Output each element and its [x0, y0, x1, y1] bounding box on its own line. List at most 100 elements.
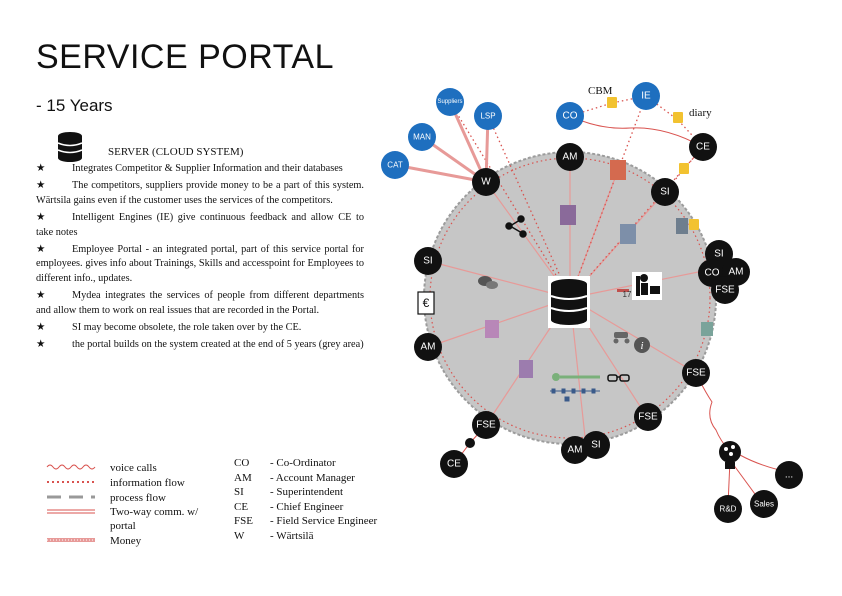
svg-text:Suppliers: Suppliers [437, 99, 462, 105]
node-si-top: SI [651, 178, 679, 206]
svg-text:AM: AM [563, 152, 578, 163]
node-w: W [472, 168, 500, 196]
list-item: SI- Superintendent [234, 486, 344, 499]
bullet-list: ★Integrates Competitor & Supplier Inform… [36, 162, 364, 355]
list-item: ★Integrates Competitor & Supplier Inform… [36, 162, 364, 177]
node-fse-bottom-left: FSE [472, 411, 500, 439]
double-line-icon [47, 509, 95, 514]
svg-text:SI: SI [660, 187, 669, 198]
svg-text:MAN: MAN [413, 133, 431, 142]
glasses-icon [607, 374, 630, 382]
svg-text:IE: IE [641, 91, 651, 102]
svg-text:LSP: LSP [480, 112, 495, 121]
svg-text:i: i [640, 340, 643, 352]
blue-nodes: Suppliers LSP MAN CAT CO IE [381, 82, 660, 179]
list-item: ★The competitors, suppliers provide mone… [36, 179, 364, 206]
hatched-line-icon [47, 538, 95, 542]
document-icon [620, 224, 636, 244]
node-rnd: R&D [714, 495, 742, 523]
star-icon: ★ [36, 290, 46, 302]
svg-text:SI: SI [714, 249, 723, 260]
node-am-bottom: AM [561, 436, 589, 464]
node-lsp: LSP [474, 102, 502, 130]
svg-text:AM: AM [421, 342, 436, 353]
document-icon [519, 360, 533, 378]
svg-text:FSE: FSE [638, 412, 658, 423]
star-icon: ★ [36, 338, 46, 350]
svg-text:AM: AM [729, 267, 744, 278]
node-fse-lower-right: FSE [682, 359, 710, 387]
svg-text:SI: SI [423, 256, 432, 267]
list-item: ★SI may become obsolete, the role taken … [36, 321, 364, 336]
svg-text:CE: CE [447, 459, 461, 470]
node-man: MAN [408, 123, 436, 151]
dashed-line-icon [47, 495, 95, 499]
black-nodes: W AM CE SI SI CO AM FSE SI AM FSE FSE AM… [414, 133, 803, 523]
list-item: ★the portal builds on the system created… [36, 338, 364, 353]
node-more: ... [775, 461, 803, 489]
svg-text:R&D: R&D [720, 505, 737, 514]
page-subtitle: - 15 Years [36, 96, 113, 115]
calendar-icon: 17 [617, 289, 632, 299]
node-fse-bottom-right: FSE [634, 403, 662, 431]
portal-boundary [429, 157, 711, 439]
dotted-line-icon [47, 481, 95, 483]
svg-text:CAT: CAT [387, 161, 403, 170]
node-si-left: SI [414, 247, 442, 275]
svg-text:CO: CO [563, 111, 578, 122]
wavy-line-icon [46, 464, 96, 470]
star-icon: ★ [36, 163, 46, 174]
svg-text:W: W [481, 177, 491, 188]
list-item: CO- Co-Ordinator [234, 457, 336, 469]
document-icons: € [417, 160, 713, 378]
svg-text:Sales: Sales [754, 500, 774, 509]
network-icon [505, 215, 527, 238]
svg-text:SI: SI [591, 440, 600, 451]
list-item: ★Intelligent Engines (IE) give continuou… [36, 211, 364, 238]
svg-text:AM: AM [568, 445, 583, 456]
scooter-icon [613, 332, 630, 344]
cbm-label: CBM [588, 85, 613, 97]
node-ce-bottom: CE [440, 450, 468, 478]
diary-label: diary [689, 107, 712, 119]
node-cat: CAT [381, 151, 409, 179]
svg-text:CE: CE [696, 142, 710, 153]
list-item: CE- Chief Engineer [234, 500, 344, 513]
document-icon [610, 160, 626, 180]
svg-text:FSE: FSE [476, 420, 496, 431]
svg-text:FSE: FSE [686, 368, 706, 379]
svg-text:FSE: FSE [715, 285, 735, 296]
document-icon [485, 320, 499, 338]
node-ie: IE [632, 82, 660, 110]
node-sales: Sales [750, 490, 778, 518]
list-item: W- Wärtsilä [234, 529, 314, 542]
node-am-left: AM [414, 333, 442, 361]
list-item: FSE- Field Service Engineer [234, 515, 378, 528]
page-title: SERVICE PORTAL [36, 38, 334, 76]
employee-portal-icon [632, 272, 662, 300]
document-icon [701, 322, 713, 336]
list-item: ★Employee Portal - an integrated portal,… [36, 243, 364, 285]
node-fse-right: FSE [711, 276, 739, 304]
svg-text:CO: CO [705, 268, 720, 279]
document-icon [676, 218, 688, 234]
abbreviation-list: CO- Co-Ordinator AM- Account Manager SI-… [234, 456, 377, 544]
node-co: CO [556, 102, 584, 130]
document-icon [560, 205, 576, 225]
node-am-top: AM [556, 143, 584, 171]
info-icon: i [634, 337, 650, 353]
lightbulb-icon [719, 441, 741, 469]
node-dot-small [465, 438, 475, 448]
note-icons [607, 97, 699, 230]
note-icon [673, 112, 683, 123]
euro-document-icon [417, 291, 435, 315]
database-icon [57, 132, 83, 162]
star-icon: ★ [36, 243, 46, 255]
note-icon [689, 219, 699, 230]
note-icon [679, 163, 689, 174]
svg-text:17: 17 [623, 290, 632, 299]
chat-icon [478, 276, 498, 289]
star-icon: ★ [36, 179, 46, 191]
list-item: ★Mydea integrates the services of people… [36, 290, 364, 317]
svg-text:€: € [423, 296, 430, 310]
